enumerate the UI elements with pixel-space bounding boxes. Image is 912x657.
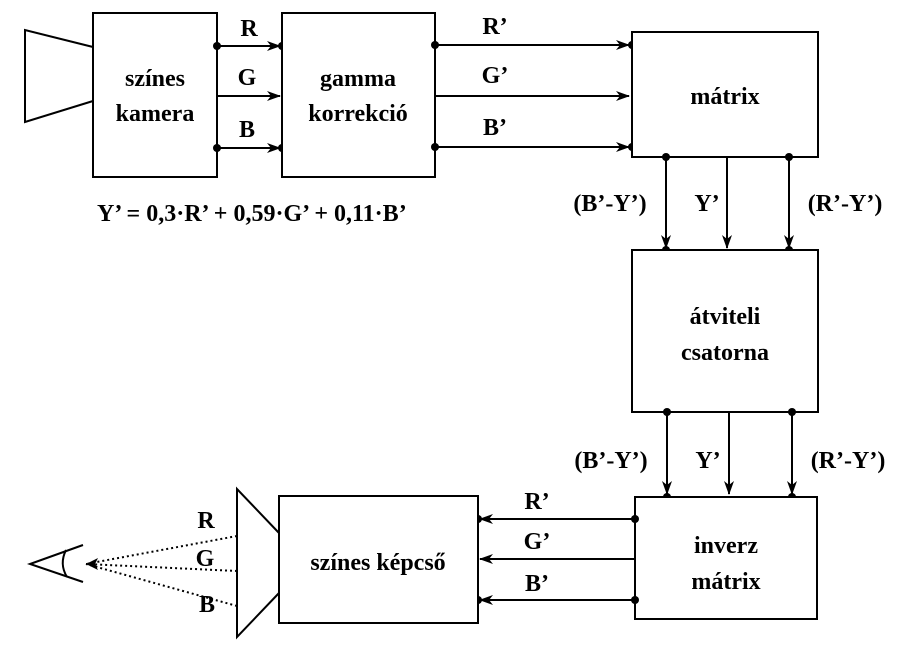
signal-label-y-prime: Y’ (694, 191, 719, 217)
junction-dot (213, 42, 221, 50)
signal-label-r-prime: R’ (524, 489, 549, 515)
signal-label-b: B (239, 117, 255, 143)
matrix-to-channel-links: (B’-Y’) Y’ (R’-Y’) (573, 153, 882, 254)
light-rays: R G B (85, 508, 238, 618)
transmission-channel-block: átviteli csatorna (631, 249, 819, 413)
inverse-label-2: mátrix (691, 569, 760, 595)
signal-label-g-prime: G’ (482, 63, 509, 89)
signal-label-g: G (238, 65, 257, 91)
signal-label-b-minus-y: (B’-Y’) (573, 191, 646, 217)
crt-block: színes képcső (278, 495, 479, 624)
signal-label-b-minus-y: (B’-Y’) (574, 448, 647, 474)
junction-dot (631, 596, 639, 604)
camera-to-gamma-links: R G B (213, 16, 286, 153)
signal-label-g-prime: G’ (524, 529, 551, 555)
junction-dot (785, 153, 793, 161)
signal-label-y-prime: Y’ (695, 448, 720, 474)
ray-label-b: B (199, 592, 215, 618)
signal-label-r-minus-y: (R’-Y’) (811, 448, 886, 474)
junction-dot (431, 41, 439, 49)
camera-label-1: színes (125, 66, 185, 92)
eye-icon (26, 544, 84, 583)
junction-dot (788, 408, 796, 416)
inverse-to-crt-links: R’ G’ B’ (474, 489, 639, 605)
signal-label-r-minus-y: (R’-Y’) (808, 191, 883, 217)
inverse-label-1: inverz (694, 533, 758, 559)
channel-to-inverse-links: (B’-Y’) Y’ (R’-Y’) (574, 408, 885, 501)
camera-block: színes kamera (92, 12, 218, 178)
junction-dot (631, 515, 639, 523)
junction-dot (662, 153, 670, 161)
matrix-label: mátrix (690, 84, 759, 110)
ray-label-r: R (197, 508, 215, 534)
junction-dot (663, 408, 671, 416)
ray-b (85, 563, 238, 607)
ray-g (85, 563, 238, 572)
gamma-label-1: gamma (320, 66, 396, 92)
crt-label: színes képcső (310, 550, 445, 576)
gamma-to-matrix-links: R’ G’ B’ (431, 14, 636, 152)
signal-label-r-prime: R’ (482, 14, 507, 40)
channel-label-1: átviteli (690, 304, 761, 330)
crt-screen-icon (236, 486, 280, 640)
camera-lens-icon (24, 28, 94, 124)
ray-label-g: G (196, 546, 215, 572)
camera-label-2: kamera (116, 101, 195, 127)
gamma-correction-block: gamma korrekció (281, 12, 436, 178)
signal-label-r: R (240, 16, 258, 42)
junction-dot (431, 143, 439, 151)
junction-dot (213, 144, 221, 152)
signal-label-b-prime: B’ (525, 571, 549, 597)
gamma-label-2: korrekció (308, 101, 408, 127)
ray-arrowhead (86, 558, 98, 570)
channel-label-2: csatorna (681, 340, 769, 366)
ray-r (85, 535, 238, 565)
luminance-formula: Y’ = 0,3·R’ + 0,59·G’ + 0,11·B’ (97, 201, 407, 227)
signal-label-b-prime: B’ (483, 115, 507, 141)
matrix-block: mátrix (631, 31, 819, 158)
inverse-matrix-block: inverz mátrix (634, 496, 818, 620)
